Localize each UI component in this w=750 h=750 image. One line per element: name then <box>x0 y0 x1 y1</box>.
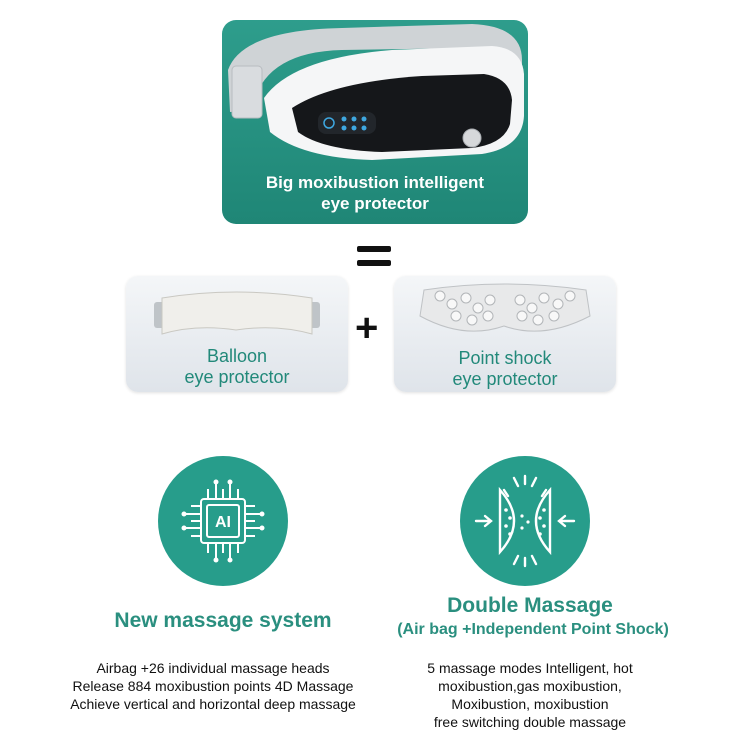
ai-chip-icon: AI <box>181 479 265 563</box>
ai-chip-label: AI <box>215 514 231 531</box>
double-massage-description: 5 massage modes Intelligent, hot moxibus… <box>370 659 690 731</box>
double-massage-subtitle: (Air bag +Independent Point Shock) <box>397 621 669 638</box>
balloon-label-line2: eye protector <box>184 367 290 387</box>
equals-sign <box>353 244 397 270</box>
point-shock-pad-image <box>419 283 591 332</box>
desc-line: Achieve vertical and horizontal deep mas… <box>70 696 356 712</box>
double-massage-title: Double Massage <box>447 594 613 617</box>
double-massage-icon <box>474 474 576 568</box>
new-massage-system-description: Airbag +26 individual massage heads Rele… <box>48 659 378 713</box>
new-massage-system-title: New massage system <box>114 609 332 632</box>
hero-card: Big moxibustion intelligent eye protecto… <box>222 20 528 224</box>
hero-title-line1: Big moxibustion intelligent <box>265 173 485 192</box>
desc-line: free switching double massage <box>433 714 627 730</box>
hero-title: Big moxibustion intelligent eye protecto… <box>222 172 528 214</box>
plus-sign: + <box>355 306 379 350</box>
desc-line: 5 massage modes Intelligent, hot <box>427 660 633 676</box>
eye-massager-product-image <box>228 24 524 160</box>
point-shock-card: Point shock eye protector <box>394 276 616 392</box>
balloon-label: Balloon eye protector <box>126 346 348 388</box>
double-massage-circle <box>460 456 590 586</box>
point-shock-label: Point shock eye protector <box>394 348 616 390</box>
hero-title-line2: eye protector <box>321 194 429 213</box>
ai-chip-circle: AI <box>158 456 288 586</box>
balloon-label-line1: Balloon <box>206 346 268 366</box>
desc-line: Moxibustion, moxibustion <box>451 696 609 712</box>
point-shock-label-line1: Point shock <box>458 348 552 368</box>
desc-line: moxibustion,gas moxibustion, <box>438 678 622 694</box>
desc-line: Release 884 moxibustion points 4D Massag… <box>72 678 354 694</box>
balloon-card: Balloon eye protector <box>126 276 348 392</box>
desc-line: Airbag +26 individual massage heads <box>96 660 330 676</box>
balloon-pad-image <box>154 291 320 335</box>
point-shock-label-line2: eye protector <box>452 369 558 389</box>
